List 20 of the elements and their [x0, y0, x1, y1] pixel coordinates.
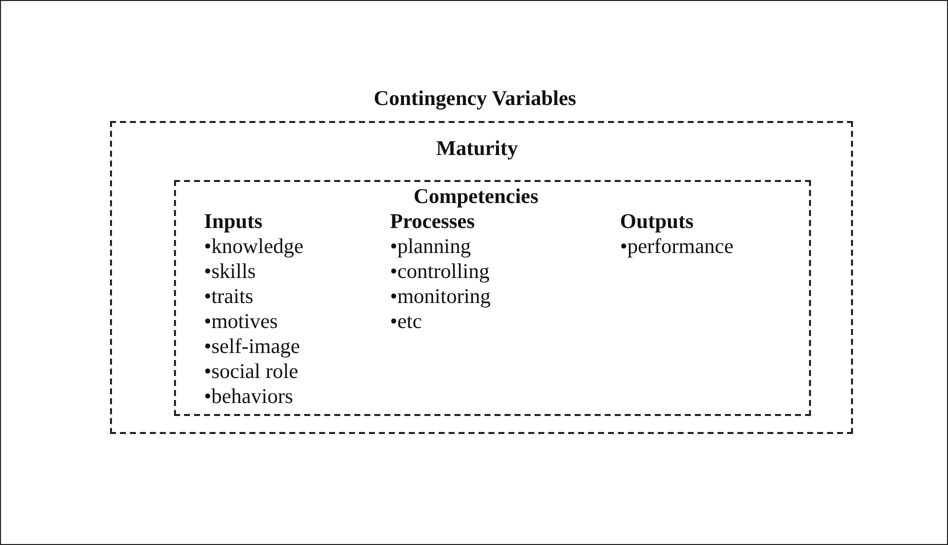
dashed-box: [174, 180, 811, 416]
list-item: •planning: [390, 234, 471, 258]
list-item: •behaviors: [204, 384, 293, 408]
heading: Competencies: [414, 184, 538, 208]
list-item: •knowledge: [204, 234, 304, 258]
heading: Outputs: [620, 209, 694, 233]
heading: Inputs: [204, 209, 262, 233]
list-item: •monitoring: [390, 284, 491, 308]
list-item: •controlling: [390, 259, 490, 283]
list-item: •performance: [620, 234, 734, 258]
list-item: •motives: [204, 309, 278, 333]
list-item: •etc: [390, 309, 422, 333]
heading: Maturity: [436, 136, 518, 160]
list-item: •self-image: [204, 334, 300, 358]
list-item: •traits: [204, 284, 254, 308]
list-item: •social role: [204, 359, 298, 383]
heading: Processes: [390, 209, 475, 233]
list-item: •skills: [204, 259, 256, 283]
heading: Contingency Variables: [374, 86, 576, 110]
dashed-box: [110, 121, 853, 434]
